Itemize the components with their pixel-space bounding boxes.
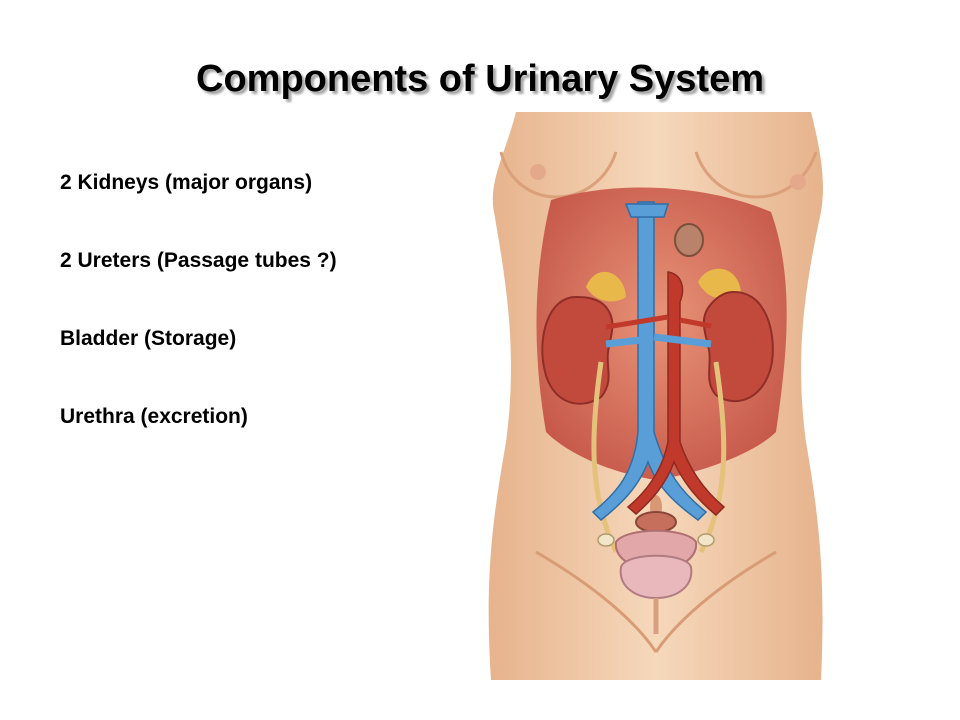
breast-right (694, 151, 818, 199)
slide-title: Components of Urinary System (196, 58, 764, 100)
vena-cava-top (624, 203, 670, 218)
breast-left (499, 151, 618, 199)
abdominal-cavity (536, 187, 787, 480)
adrenal-gland-left (586, 271, 626, 302)
ureter-left (591, 361, 619, 554)
groin-fold-right (654, 550, 777, 653)
bullet-list: 2 Kidneys (major organs) 2 Ureters (Pass… (60, 168, 337, 480)
renal-artery-left (605, 314, 669, 330)
groin-fold-left (535, 550, 658, 653)
bullet-ureters: 2 Ureters (Passage tubes ?) (60, 249, 337, 272)
bladder (619, 554, 693, 600)
renal-vein-right (653, 333, 712, 348)
renal-artery-right (679, 317, 712, 329)
inferior-vena-cava (591, 201, 708, 522)
nipple-right (790, 174, 806, 190)
ovary-right (697, 533, 715, 547)
esophagus-stump (674, 223, 704, 257)
kidney-right (702, 290, 774, 403)
ovary-left (597, 533, 615, 547)
kidney-left (541, 295, 614, 405)
bullet-bladder: Bladder (Storage) (60, 327, 237, 350)
rectum (635, 511, 677, 533)
ureter-right (698, 361, 727, 554)
bullet-urethra: Urethra (excretion) (60, 405, 248, 428)
adrenal-gland-right (698, 268, 741, 299)
urinary-system-anatomy-illustration (488, 112, 823, 680)
bullet-kidneys: 2 Kidneys (major organs) (60, 171, 313, 194)
aorta (626, 271, 726, 517)
nipple-left (530, 164, 546, 180)
renal-vein-left (605, 336, 642, 348)
